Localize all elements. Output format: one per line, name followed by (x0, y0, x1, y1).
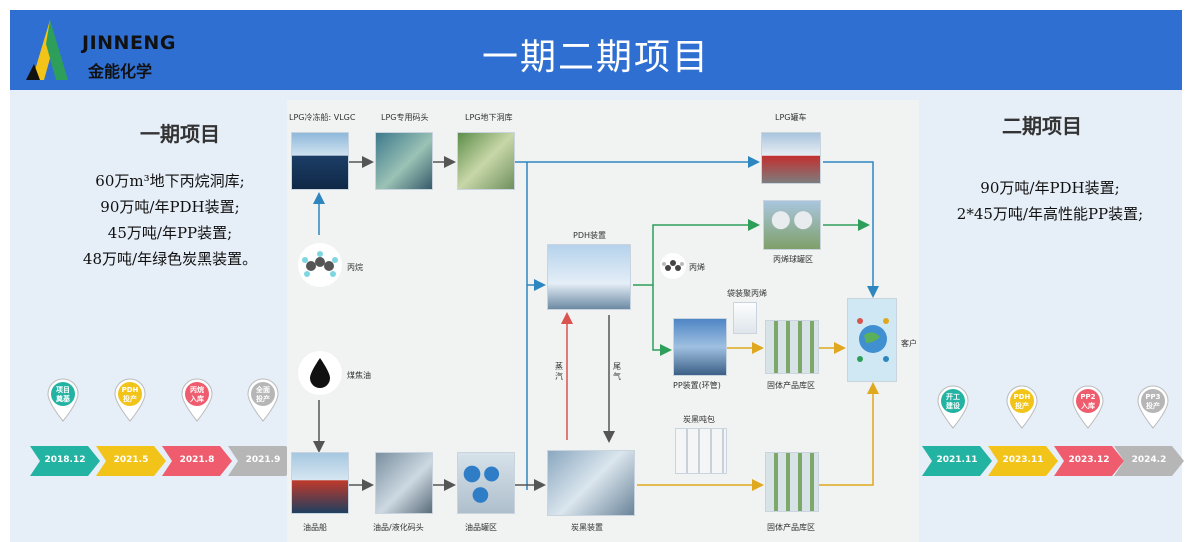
oil-ship-image (291, 452, 349, 514)
milestone-pin: PDH 投产 (113, 378, 147, 422)
node-caption: LPG冷冻船: VLGC (289, 113, 356, 122)
node-caption: 丙烯球罐区 (773, 255, 813, 264)
timeline-segment: 2021.9 (228, 446, 298, 476)
node-caption: 油品船 (303, 523, 327, 532)
milestone-label: PDH 投产 (121, 386, 139, 403)
timeline-segment: 2023.12 (1054, 446, 1124, 476)
globe-people-icon (857, 318, 889, 362)
node-caption: 客户 (901, 339, 917, 348)
propylene-tank-image (763, 200, 821, 250)
map-pin-icon (114, 378, 146, 422)
logo-text-en: JINNENG (82, 32, 176, 54)
carbon-black-bag-image (675, 428, 727, 474)
logo-mark-icon (26, 20, 68, 80)
propylene-molecule-icon (660, 253, 686, 279)
milestone-pin: 丙烷 入库 (180, 378, 214, 422)
pp-bag-image (733, 302, 757, 334)
milestone-label: PDH 投产 (1013, 393, 1031, 410)
node-caption: 油品罐区 (465, 523, 497, 532)
timeline-segment: 2021.8 (162, 446, 232, 476)
node-caption: PDH装置 (573, 231, 606, 240)
lpg-cave-image (457, 132, 515, 190)
milestone-label: PP2 入库 (1080, 393, 1096, 410)
map-pin-icon (937, 385, 969, 429)
oil-drop-icon (298, 351, 342, 395)
solid-store-image (765, 320, 819, 374)
timeline-segment: 2021.5 (96, 446, 166, 476)
phase1-line: 45万吨/年PP装置; (107, 224, 233, 242)
page-title: 一期二期项目 (481, 37, 710, 78)
lpg-dock-image (375, 132, 433, 190)
timeline-date: 2021.8 (179, 455, 215, 465)
phase2-line: 90万吨/年PDH装置; (980, 179, 1120, 197)
phase2-title: 二期项目 (1002, 114, 1082, 138)
node-caption: LPG专用码头 (381, 113, 429, 122)
milestone-pin: PP3 投产 (1136, 385, 1170, 429)
timeline-segment: 2023.11 (988, 446, 1058, 476)
lpg-ship-image (291, 132, 349, 190)
timeline-date: 2018.12 (44, 455, 86, 465)
pp-unit-image (673, 318, 727, 376)
node-caption: 油品/液化码头 (373, 523, 424, 532)
oil-dock-image (375, 452, 433, 514)
milestone-pin: 项目 奠基 (46, 378, 80, 422)
customer-image (847, 298, 897, 382)
node-caption: 袋装聚丙烯 (727, 289, 767, 298)
header-bar: JINNENG 金能化学 一期二期项目 (10, 10, 1182, 90)
milestone-label: 丙烷 入库 (190, 386, 204, 403)
phase1-line: 60万m³地下丙烷洞库; (95, 172, 245, 190)
phase2-line: 2*45万吨/年高性能PP装置; (956, 205, 1144, 223)
steam-label: 蒸汽 (555, 362, 563, 381)
node-caption: 炭黑吨包 (683, 415, 715, 424)
node-caption: 固体产品库区 (767, 523, 815, 532)
node-caption: 丙烯 (689, 263, 705, 272)
map-pin-icon (1072, 385, 1104, 429)
milestone-pin: PDH 投产 (1005, 385, 1039, 429)
timeline-date: 2024.2 (1131, 455, 1167, 465)
map-pin-icon (1137, 385, 1169, 429)
phase1-description: 60万m³地下丙烷洞库; 90万吨/年PDH装置; 45万吨/年PP装置; 48… (60, 168, 280, 272)
phase2-description: 90万吨/年PDH装置; 2*45万吨/年高性能PP装置; (930, 175, 1170, 227)
timeline-segment: 2024.2 (1114, 446, 1184, 476)
map-pin-icon (181, 378, 213, 422)
timeline-date: 2021.9 (245, 455, 281, 465)
node-caption: LPG地下洞库 (465, 113, 513, 122)
timeline-date: 2023.11 (1002, 455, 1044, 465)
timeline-segment: 2018.12 (30, 446, 100, 476)
milestone-label: PP3 投产 (1145, 393, 1161, 410)
map-pin-icon (1006, 385, 1038, 429)
node-caption: 固体产品库区 (767, 381, 815, 390)
carbon-black-unit-image (547, 450, 635, 516)
pdh-unit-image (547, 244, 631, 310)
timeline-date: 2023.12 (1068, 455, 1110, 465)
phase1-line: 90万吨/年PDH装置; (100, 198, 240, 216)
phase1-title: 一期项目 (140, 122, 220, 146)
map-pin-icon (247, 378, 279, 422)
lpg-truck-image (761, 132, 821, 184)
tail-gas-label: 尾气 (613, 362, 621, 381)
milestone-pin: PP2 入库 (1071, 385, 1105, 429)
node-caption: 炭黑装置 (571, 523, 603, 532)
timeline-date: 2021.11 (936, 455, 978, 465)
flow-connectors (313, 156, 879, 491)
propane-molecule-icon (298, 243, 342, 287)
node-caption: PP装置(环管) (673, 381, 721, 390)
milestone-label: 开工 建设 (946, 393, 960, 410)
node-caption: 丙烷 (347, 263, 363, 272)
timeline-segment: 2021.11 (922, 446, 992, 476)
milestone-pin: 全面 投产 (246, 378, 280, 422)
company-logo: JINNENG 金能化学 (20, 14, 180, 86)
milestone-label: 项目 奠基 (56, 386, 70, 403)
milestone-pin: 开工 建设 (936, 385, 970, 429)
solid-store-image (765, 452, 819, 512)
timeline-date: 2021.5 (113, 455, 149, 465)
map-pin-icon (47, 378, 79, 422)
node-caption: LPG罐车 (775, 113, 807, 122)
node-caption: 煤焦油 (347, 371, 371, 380)
phase1-line: 48万吨/年绿色炭黑装置。 (82, 250, 258, 268)
process-flow-diagram: LPG冷冻船: VLGC LPG专用码头 LPG地下洞库 LPG罐车 丙烷 PD… (287, 100, 919, 542)
milestone-label: 全面 投产 (256, 386, 270, 403)
logo-text-cn: 金能化学 (88, 62, 153, 81)
oil-tank-image (457, 452, 515, 514)
